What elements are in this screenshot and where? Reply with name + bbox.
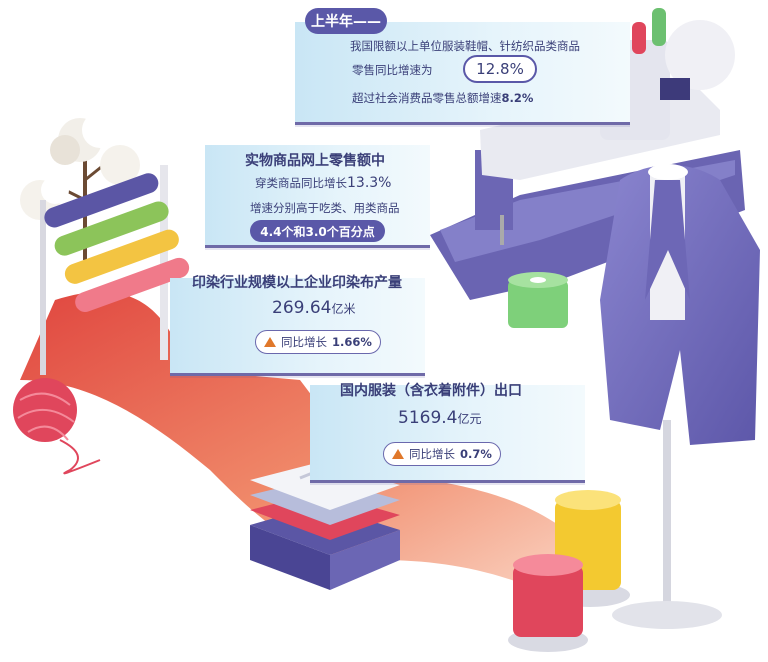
online-retail-line1: 穿类商品同比增长13.3% <box>255 175 391 191</box>
dyeing-output-growth: 同比增长 1.66% <box>255 330 381 354</box>
yarn-ball-icon <box>13 378 101 475</box>
first-half-line3: 超过社会消费品零售总额增速8.2% <box>352 90 533 106</box>
apparel-export-title: 国内服装（含衣着附件）出口 <box>340 383 522 399</box>
online-retail-line2: 增速分别高于吃类、用类商品 <box>250 201 400 215</box>
jacket-mannequin-icon <box>600 164 760 629</box>
first-half-tag: 上半年—— <box>305 8 387 34</box>
dyeing-growth-label: 同比增长 <box>281 335 327 349</box>
retail-growth-rate-badge: 12.8% <box>463 55 537 83</box>
first-half-line2: 零售同比增速为 <box>352 63 433 77</box>
first-half-line3-prefix: 超过社会消费品零售总额增速 <box>352 91 502 105</box>
online-retail-badge: 4.4个和3.0个百分点 <box>250 220 385 242</box>
up-triangle-icon <box>392 449 404 459</box>
green-spool-icon <box>508 272 568 328</box>
dyeing-output-title: 印染行业规模以上企业印染布产量 <box>192 275 402 291</box>
fabric-roll-rack-icon <box>40 165 190 375</box>
apparel-export-growth: 同比增长 0.7% <box>383 442 501 466</box>
apparel-export-unit: 亿元 <box>457 412 482 426</box>
export-growth-value: 0.7% <box>460 447 492 461</box>
panel-first-half <box>295 22 630 125</box>
apparel-export-number: 5169.4 <box>398 408 458 428</box>
first-half-line1: 我国限额以上单位服装鞋帽、针纺织品类商品 <box>350 39 580 53</box>
panel-dyeing-output <box>170 278 425 376</box>
folded-shirts-icon <box>250 462 400 590</box>
online-retail-line1-value: 13.3% <box>347 175 392 191</box>
dyeing-growth-value: 1.66% <box>332 335 372 349</box>
cotton-plant-icon <box>20 112 140 260</box>
dyeing-output-value: 269.64亿米 <box>272 298 356 318</box>
up-triangle-icon <box>264 337 276 347</box>
apparel-export-value: 5169.4亿元 <box>398 408 482 428</box>
dyeing-output-unit: 亿米 <box>331 302 356 316</box>
thread-spools-icon <box>508 490 630 652</box>
online-retail-title: 实物商品网上零售额中 <box>245 153 385 169</box>
online-retail-line1-prefix: 穿类商品同比增长 <box>255 176 347 190</box>
first-half-line3-value: 8.2% <box>501 91 534 105</box>
panel-apparel-export <box>310 385 585 483</box>
export-growth-label: 同比增长 <box>409 447 455 461</box>
dyeing-output-number: 269.64 <box>272 298 332 318</box>
